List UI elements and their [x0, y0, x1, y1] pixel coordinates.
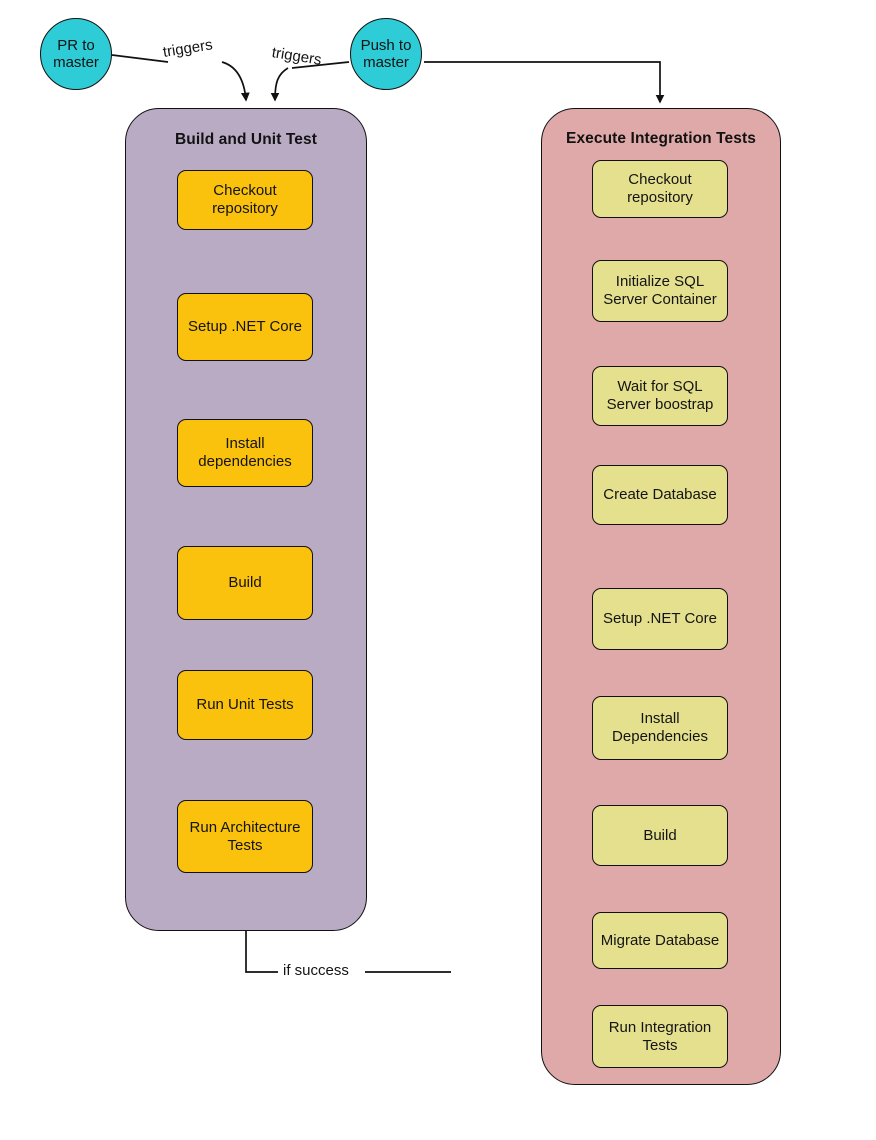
step-checkout-repository[interactable]: Checkout repository: [177, 170, 313, 230]
step-label-line2: Server Container: [603, 291, 717, 308]
step-label-line1: Initialize SQL: [615, 273, 705, 290]
step-label: Setup .NET Core: [188, 318, 302, 336]
step-run-integration-tests[interactable]: Run Integration Tests: [592, 1005, 728, 1068]
step-label-line1: Build: [643, 826, 677, 844]
trigger-label-line1: PR to: [57, 36, 95, 54]
step-label-line1: Setup .NET Core: [188, 318, 302, 335]
group-title-build-and-unit-test: Build and Unit Test: [175, 131, 317, 148]
edge-if-success: [245, 931, 281, 973]
step-label-line2: Server boostrap: [606, 396, 714, 413]
step-label: Build: [643, 827, 676, 845]
step-label-line1: Create Database: [603, 486, 717, 503]
trigger-label-line2: master: [363, 54, 409, 71]
step-label-line1: Checkout: [628, 171, 692, 188]
step-label-line1: Run Integration: [608, 1018, 712, 1036]
step-label-line2: Tests: [642, 1036, 678, 1054]
edge-push-to-build-arrow: [270, 67, 289, 102]
step-setup-dotnet-core[interactable]: Setup .NET Core: [177, 293, 313, 361]
step-label: Wait for SQL Server boostrap: [607, 378, 714, 414]
step-label-line2: repository: [627, 189, 693, 206]
step-wait-for-sql-server-bootstrap[interactable]: Wait for SQL Server boostrap: [592, 366, 728, 426]
trigger-label-pr-to-master: PR to master: [53, 37, 99, 72]
step-build-integration[interactable]: Build: [592, 805, 728, 866]
step-label-line1: Wait for SQL: [617, 378, 703, 395]
step-label-line1: Install: [640, 710, 680, 727]
step-label: Initialize SQL Server Container: [603, 273, 716, 309]
step-migrate-database[interactable]: Migrate Database: [592, 912, 728, 969]
trigger-node-pr-to-master[interactable]: PR to master: [40, 18, 112, 90]
trigger-label-push-to-master: Push to master: [361, 37, 412, 72]
step-label-line1: Checkout: [213, 182, 277, 199]
step-label: Setup .NET Core: [603, 610, 717, 628]
step-label: Checkout repository: [627, 171, 693, 207]
trigger-label-line2: master: [53, 54, 99, 71]
step-setup-dotnet-core-integration[interactable]: Setup .NET Core: [592, 588, 728, 650]
step-checkout-repository-integration[interactable]: Checkout repository: [592, 160, 728, 218]
step-label: Checkout repository: [212, 182, 278, 218]
edge-label-triggers-push: triggers: [270, 44, 323, 69]
step-label-line1: Run Architecture: [189, 818, 301, 836]
step-run-unit-tests[interactable]: Run Unit Tests: [177, 670, 313, 740]
group-title-execute-integration-tests: Execute Integration Tests: [566, 130, 756, 147]
step-label: Install Dependencies: [612, 710, 708, 746]
step-label-line2: Tests: [227, 836, 263, 854]
edge-pr-to-build: [111, 54, 169, 63]
step-initialize-sql-server-container[interactable]: Initialize SQL Server Container: [592, 260, 728, 322]
trigger-node-push-to-master[interactable]: Push to master: [350, 18, 422, 90]
step-create-database[interactable]: Create Database: [592, 465, 728, 525]
step-label: Install dependencies: [198, 435, 291, 471]
trigger-label-line1: Push to: [360, 36, 412, 54]
step-label: Migrate Database: [601, 932, 719, 950]
step-label: Build: [228, 574, 261, 592]
step-label-line1: Migrate Database: [600, 931, 720, 949]
step-label: Create Database: [603, 486, 716, 504]
step-label-line1: Setup .NET Core: [603, 610, 717, 627]
step-label: Run Integration Tests: [609, 1019, 712, 1055]
step-label-line1: Build: [228, 574, 262, 591]
step-label-line2: Dependencies: [612, 728, 708, 745]
step-label-line2: repository: [212, 200, 278, 217]
step-install-dependencies[interactable]: Install dependencies: [177, 419, 313, 487]
edge-label-if-success: if success: [278, 962, 354, 979]
edge-push-to-integration: [424, 61, 665, 104]
step-run-architecture-tests[interactable]: Run Architecture Tests: [177, 800, 313, 873]
edge-pr-to-build-arrow: [221, 61, 250, 102]
step-label-line1: Run Unit Tests: [196, 696, 294, 713]
step-label: Run Unit Tests: [196, 696, 293, 714]
edge-label-triggers-pr: triggers: [161, 36, 214, 61]
step-label-line1: Install: [225, 435, 265, 452]
step-install-dependencies-integration[interactable]: Install Dependencies: [592, 696, 728, 760]
step-label: Run Architecture Tests: [190, 819, 301, 855]
step-build[interactable]: Build: [177, 546, 313, 620]
step-label-line2: dependencies: [198, 453, 292, 470]
